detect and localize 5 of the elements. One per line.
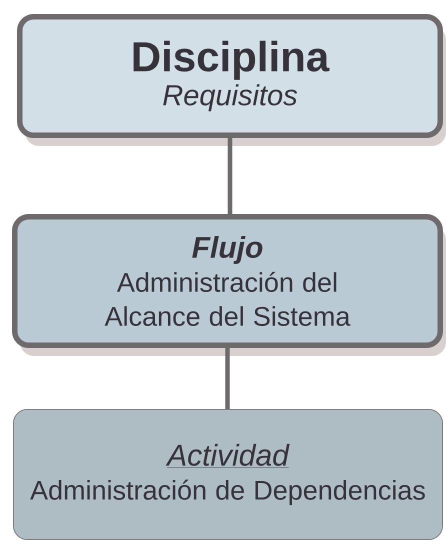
- connector-line: [228, 138, 232, 214]
- process-box: Disciplina Requisitos: [17, 14, 446, 146]
- process-box: Actividad Administración de Dependencias: [13, 409, 443, 540]
- connector-line: [225, 348, 230, 409]
- process-box: Flujo Administración del Alcance del Sistema: [12, 214, 446, 356]
